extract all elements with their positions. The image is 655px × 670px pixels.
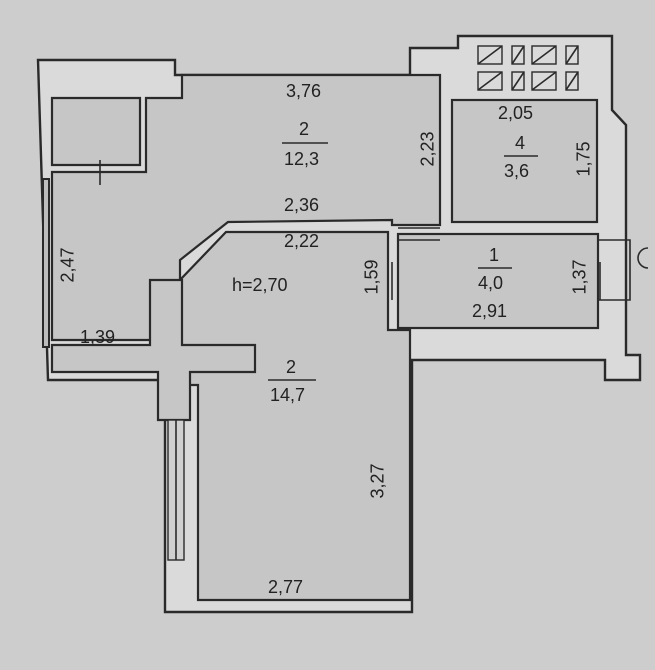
- room-4: [450, 98, 599, 224]
- closet-alcove: [50, 96, 142, 167]
- dim-room1-width: 2,91: [472, 301, 508, 321]
- room-2-upper-area: 12,3: [284, 149, 320, 169]
- dim-upper-corridor: 2,36: [284, 195, 320, 215]
- dim-bottom-width: 2,77: [268, 577, 304, 597]
- dim-room1-height: 1,37: [569, 259, 590, 295]
- room-4-number: 4: [515, 133, 526, 153]
- room-4-area: 3,6: [504, 161, 530, 181]
- dim-room4-height: 1,75: [573, 141, 594, 177]
- dim-top-width: 3,76: [286, 81, 322, 101]
- left-window-glass: [44, 180, 48, 346]
- room-2-lower-area: 14,7: [270, 385, 306, 405]
- dim-room4-width: 2,05: [498, 103, 534, 123]
- dim-door-height: 1,59: [361, 259, 382, 295]
- room-2-upper-number: 2: [299, 119, 310, 139]
- dim-room2a-height: 2,23: [417, 131, 438, 167]
- room-1: [396, 232, 600, 330]
- right-edge-outline: [598, 239, 631, 301]
- dim-hall-width: 1,39: [80, 327, 116, 347]
- dim-left-height: 2,47: [57, 247, 78, 283]
- dim-lower-corridor: 2,22: [284, 231, 320, 251]
- room-1-number: 1: [489, 245, 500, 265]
- room-2-lower-number: 2: [286, 357, 297, 377]
- ventilation-shafts: [477, 45, 579, 91]
- hallway: [50, 278, 257, 422]
- room-1-area: 4,0: [478, 273, 504, 293]
- dim-room2b-height: 3,27: [367, 463, 388, 499]
- ceiling-height: h=2,70: [232, 275, 288, 295]
- right-curve: [637, 247, 649, 269]
